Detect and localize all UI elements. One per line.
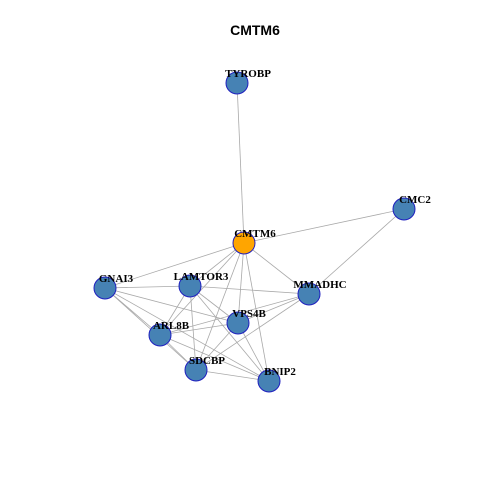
node-label: ARL8B [153,320,190,332]
diagram-title: CMTM6 [230,22,280,38]
node-circle[interactable] [225,71,249,95]
node-gnai3[interactable]: GNAI3 [93,273,134,300]
edge-arl8b-bnip2 [159,334,270,382]
edge-gnai3-bnip2 [104,287,270,382]
edge-lamtor3-mmadhc [189,285,310,295]
edge-lamtor3-bnip2 [189,285,270,382]
node-sdcbp[interactable]: SDCBP [184,355,225,382]
edge-cmtm6-tyrobp [236,82,245,244]
node-vps4b[interactable]: VPS4B [226,308,266,335]
node-circle[interactable] [93,276,117,300]
edge-mmadhc-vps4b [237,293,310,324]
node-lamtor3[interactable]: LAMTOR3 [174,271,229,298]
node-bnip2[interactable]: BNIP2 [257,366,296,393]
node-cmtm6[interactable]: CMTM6 [232,228,276,255]
edge-cmtm6-lamtor3 [189,242,245,287]
node-circle[interactable] [178,274,202,298]
edge-cmtm6-cmc2 [243,208,405,244]
node-label: MMADHC [293,279,346,291]
edge-vps4b-arl8b [159,322,239,336]
edge-cmtm6-arl8b [159,242,245,336]
node-label: LAMTOR3 [174,271,229,283]
edge-mmadhc-sdcbp [195,293,310,371]
node-circle[interactable] [184,358,208,382]
node-circle[interactable] [257,369,281,393]
edge-gnai3-lamtor3 [104,285,191,289]
edge-cmtm6-gnai3 [104,242,245,289]
edge-cmtm6-sdcbp [195,242,245,371]
edge-cmtm6-bnip2 [243,242,270,382]
edge-sdcbp-bnip2 [195,369,270,382]
node-label: CMC2 [399,194,431,206]
node-label: TYROBP [225,68,271,80]
node-mmadhc[interactable]: MMADHC [293,279,347,306]
node-label: BNIP2 [264,366,296,378]
node-circle[interactable] [392,197,416,221]
node-circle[interactable] [148,323,172,347]
node-label: CMTM6 [234,228,276,240]
node-circle[interactable] [297,282,321,306]
node-label: SDCBP [189,355,225,367]
node-arl8b[interactable]: ARL8B [148,320,190,347]
node-circle[interactable] [226,311,250,335]
node-label: GNAI3 [99,273,134,285]
edge-cmtm6-mmadhc [243,242,310,295]
node-cmc2[interactable]: CMC2 [392,194,431,221]
node-label: VPS4B [232,308,266,320]
node-circle[interactable] [232,231,256,255]
edge-lamtor3-sdcbp [189,285,197,371]
edge-cmc2-mmadhc [308,208,405,295]
node-tyrobp[interactable]: TYROBP [225,68,271,95]
edge-cmtm6-vps4b [237,242,245,324]
